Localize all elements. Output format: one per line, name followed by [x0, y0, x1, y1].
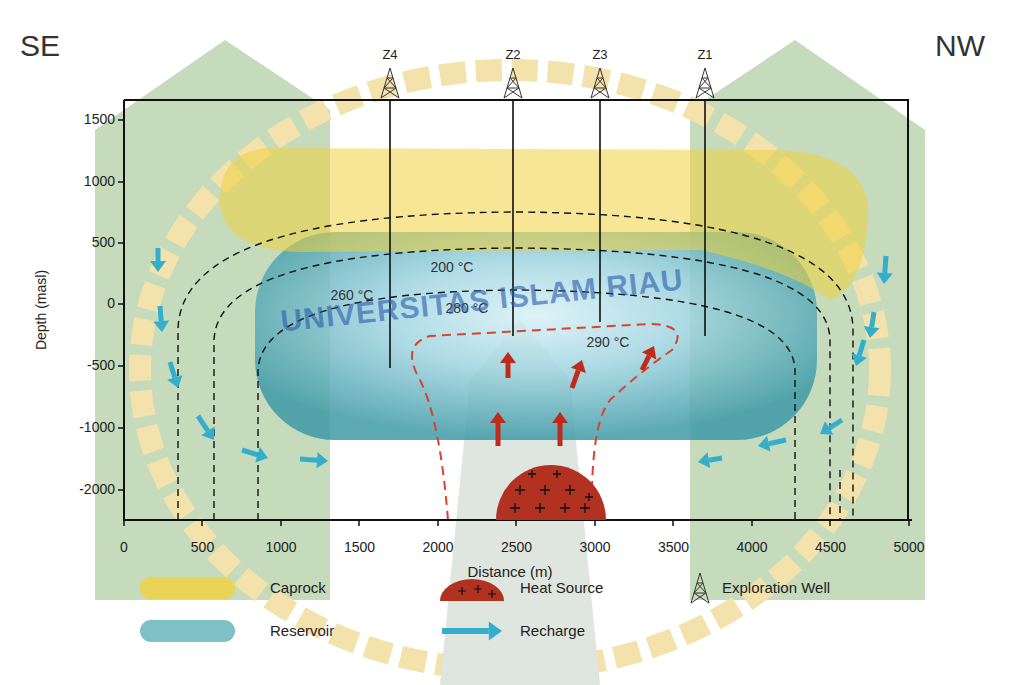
- tick-label: 2500: [501, 540, 532, 555]
- legend-label: Caprock: [270, 580, 326, 597]
- tick-label: 500: [191, 540, 214, 555]
- derrick-icon: [381, 68, 399, 98]
- tick-label: 5000: [893, 540, 924, 555]
- tick-label: 3000: [579, 540, 610, 555]
- well-name: Z1: [697, 48, 712, 62]
- well-derricks: [381, 68, 714, 98]
- recharge-arrow-head: [877, 272, 893, 284]
- axis-title: Distance (m): [467, 564, 552, 581]
- tick-label: 4500: [815, 540, 846, 555]
- recharge-arrow-head: [852, 353, 867, 366]
- legend-swatch: [140, 620, 235, 642]
- recharge-arrow-shaft: [160, 306, 161, 321]
- tick-label: 1000: [84, 174, 115, 189]
- tick-label: 1500: [344, 540, 375, 555]
- isotherm-label: 200 °C: [431, 260, 474, 275]
- heat-flow-arrow-head: [571, 360, 586, 373]
- derrick-icon: [504, 68, 522, 98]
- recharge-arrow-head: [150, 261, 166, 272]
- tick-label: 1000: [265, 540, 296, 555]
- legend-label: Recharge: [520, 623, 585, 640]
- well-name: Z3: [592, 48, 607, 62]
- recharge-arrow-head: [698, 452, 710, 468]
- recharge-arrow-shaft: [198, 416, 208, 431]
- recharge-arrow-shaft: [156, 248, 161, 261]
- tick-label: 1500: [84, 112, 115, 127]
- well-name: Z4: [382, 48, 397, 62]
- recharge-arrow-shaft: [709, 458, 722, 460]
- legend-label: Heat Source: [520, 580, 603, 597]
- reservoir-zone: [255, 232, 817, 440]
- heat-flow-arrow-head: [552, 412, 568, 423]
- flow-arrows: [150, 248, 893, 468]
- heat-flow-arrow-head: [500, 352, 516, 363]
- tick-label: 0: [107, 296, 115, 311]
- direction-label: SE: [20, 29, 60, 62]
- plot-frame: [124, 100, 912, 520]
- tick-label: 3500: [658, 540, 689, 555]
- tick-label: 2000: [422, 540, 453, 555]
- legend-recharge-shaft: [442, 628, 489, 634]
- recharge-arrow-head: [758, 436, 770, 452]
- tick-label: -2000: [79, 482, 115, 497]
- heat-flow-arrow-shaft: [642, 356, 649, 370]
- recharge-arrow-shaft: [242, 450, 257, 455]
- tick-label: 0: [120, 540, 128, 555]
- tick-label: 4000: [736, 540, 767, 555]
- derrick-icon: [696, 68, 714, 98]
- well-name: Z2: [505, 48, 520, 62]
- legend-swatch: [140, 577, 235, 599]
- recharge-arrow-head: [820, 421, 834, 434]
- isotherm-label: 290 °C: [587, 335, 630, 350]
- logo-watermark: [95, 40, 925, 685]
- recharge-arrow-shaft: [859, 340, 864, 355]
- heat-flow-arrow-head: [490, 412, 506, 423]
- legend-heat-source: [440, 579, 504, 601]
- exploration-wells: [390, 100, 705, 368]
- derrick-icon: [591, 68, 609, 98]
- recharge-arrow-shaft: [300, 459, 317, 460]
- heat-flow-arrow-shaft: [558, 423, 563, 446]
- isotherm-290: [412, 324, 678, 520]
- legend-recharge-head: [489, 621, 502, 640]
- axis-title: Depth (masl): [34, 270, 49, 350]
- heat-flow-arrow-shaft: [506, 363, 511, 378]
- heat-source: [496, 465, 606, 520]
- recharge-arrow-head: [153, 320, 169, 332]
- direction-label: NW: [935, 29, 985, 62]
- recharge-arrow-head: [316, 452, 328, 468]
- tick-label: 500: [92, 235, 115, 250]
- legend-heat-plus: [458, 585, 496, 598]
- legend-icons: [140, 573, 709, 642]
- heat-flow-arrow-head: [642, 346, 656, 359]
- recharge-arrow-shaft: [829, 420, 842, 428]
- recharge-arrow-head: [864, 326, 880, 338]
- recharge-arrow-shaft: [885, 256, 886, 273]
- recharge-arrow-shaft: [872, 312, 874, 327]
- recharge-arrow-head: [167, 375, 182, 388]
- legend-label: Exploration Well: [722, 580, 830, 597]
- heat-flow-arrow-shaft: [572, 370, 578, 388]
- tick-label: -1000: [79, 420, 115, 435]
- heat-flow-arrow-shaft: [496, 423, 501, 446]
- legend-label: Reservoir: [270, 623, 334, 640]
- derrick-icon: [691, 573, 709, 603]
- recharge-arrow-shaft: [170, 362, 175, 377]
- recharge-arrow-head: [255, 447, 268, 462]
- recharge-arrow-shaft: [769, 440, 786, 444]
- recharge-arrow-head: [201, 426, 214, 440]
- tick-label: -500: [87, 358, 115, 373]
